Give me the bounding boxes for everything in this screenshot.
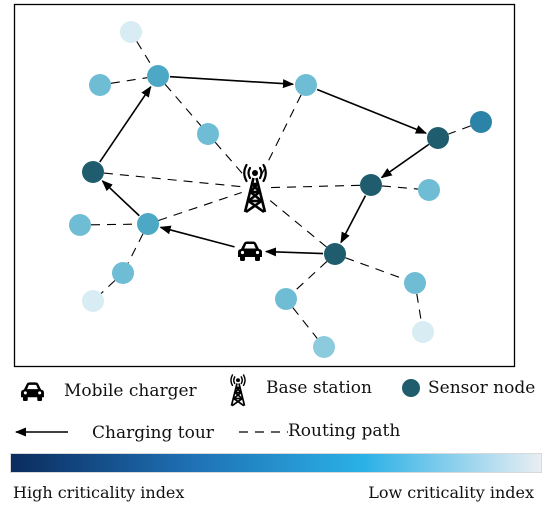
charging-tour-n6-n3 (99, 85, 152, 163)
mobile-charger-label: Mobile charger (64, 381, 197, 401)
sensor-node-n5 (295, 74, 317, 96)
charging-tour-n5-n8 (316, 88, 427, 134)
sensor-node-n12 (137, 213, 159, 235)
sensor-node-n11 (69, 214, 91, 236)
charging-tour (99, 75, 429, 257)
charging-tour-n8-n9 (380, 144, 429, 179)
routing-path-n1-n3 (136, 41, 153, 67)
sensor-node-n19 (412, 321, 434, 343)
sensor-node-n8 (427, 127, 449, 149)
routing-path-n2-n3 (110, 77, 148, 84)
sensor-node-n15 (324, 243, 346, 265)
base-station-icon (242, 163, 268, 214)
low-criticality-label: Low criticality index (368, 483, 534, 502)
routing-path-n5-bs (260, 94, 302, 176)
routing-path-n12-bs (158, 191, 242, 222)
routing-path-n7-n8 (448, 125, 471, 135)
sensor-node-n6 (82, 161, 104, 183)
routing-path-label: Routing path (288, 421, 401, 441)
high-criticality-label: High criticality index (13, 483, 185, 502)
sensor-node-n1 (120, 21, 142, 43)
sensor-node-n2 (89, 74, 111, 96)
charging-tour-n9-n15 (340, 195, 367, 244)
sensor-node-n18 (404, 272, 426, 294)
routing-path-n4-bs (214, 141, 247, 178)
routing-path-n12-n13 (127, 233, 144, 264)
charging-tour-n15-charger (264, 247, 324, 257)
sensor-node-n7 (470, 111, 492, 133)
routing-path-n3-n4 (164, 83, 202, 127)
routing-path-n18-n19 (416, 293, 422, 322)
circle-icon (402, 379, 420, 397)
routing-path-n15-n18 (345, 257, 405, 280)
sensor-nodes (69, 21, 492, 358)
routing-path-n16-n17 (292, 307, 318, 339)
charging-tour-charger-n12 (159, 225, 235, 248)
routing-path-n15-n16 (293, 261, 328, 292)
criticality-gradient-bar (10, 453, 542, 473)
base-station-label: Base station (266, 378, 372, 398)
routing-path-n15-bs (265, 196, 327, 248)
antenna-tower-icon (230, 374, 246, 407)
mobile-charger-icon (238, 241, 262, 261)
routing-path-n9-bs (268, 184, 361, 189)
sensor-node-n16 (275, 288, 297, 310)
sensor-node-n9 (360, 174, 382, 196)
car-icon (21, 382, 44, 402)
charging-tour-label: Charging tour (92, 423, 214, 443)
sensor-node-n3 (147, 65, 169, 87)
routing-path-n9-n10 (381, 185, 419, 190)
charging-tour-n3-n5 (169, 75, 295, 89)
routing-path-n13-n14 (100, 280, 116, 294)
routing-path-n6-bs (103, 172, 242, 188)
diagram-frame (13, 3, 516, 368)
sensor-node-n4 (197, 123, 219, 145)
sensor-node-n10 (418, 179, 440, 201)
sensor-node-n17 (313, 336, 335, 358)
charging-tour-n12-n6 (101, 180, 140, 217)
sensor-node-n13 (112, 262, 134, 284)
routing-path-n11-n12 (90, 223, 138, 226)
sensor-node-n14 (82, 290, 104, 312)
sensor-node-label: Sensor node (428, 378, 536, 398)
